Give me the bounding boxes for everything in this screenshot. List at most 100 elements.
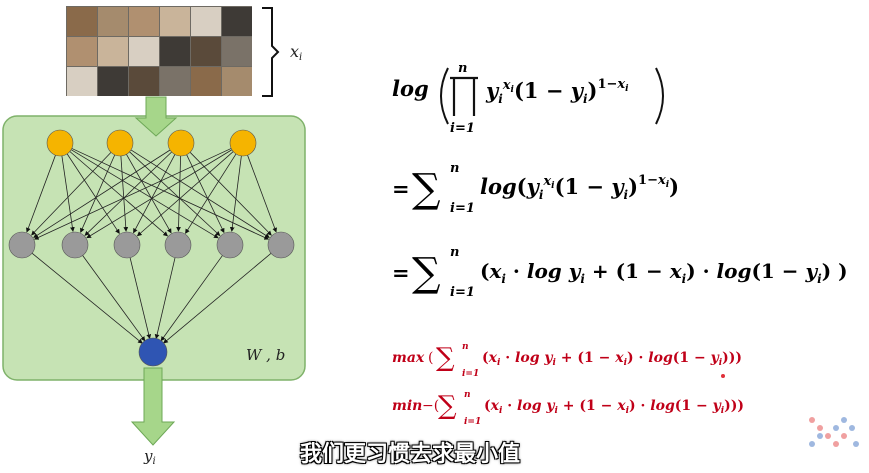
edge-input-hidden [33, 149, 171, 238]
input-label: xi [290, 42, 303, 63]
edge-input-hidden [61, 155, 75, 232]
svg-text:n: n [464, 390, 471, 400]
edge-input-hidden [70, 149, 219, 239]
cat-photo [129, 7, 159, 36]
svg-text:i=1: i=1 [464, 417, 481, 427]
cat-photo [191, 7, 221, 36]
cat-photo [222, 7, 252, 36]
hidden-node [113, 231, 141, 259]
svg-text:(xi · log yi + (1 − xi) · log: (xi · log yi + (1 − xi) · log(1 − yi))) [484, 398, 744, 416]
input-arrow [134, 96, 178, 137]
edge-input-hidden [84, 151, 172, 236]
svg-text:∑: ∑ [412, 250, 441, 296]
cat-photo [160, 67, 190, 96]
cat-photo [98, 7, 128, 36]
edge-input-hidden [185, 153, 237, 234]
edge-input-hidden [176, 155, 182, 232]
edge-input-hidden [120, 155, 129, 232]
edge-hidden-output [129, 257, 152, 340]
edge-input-hidden [126, 154, 172, 234]
svg-text:n: n [450, 245, 459, 260]
svg-text:(xi · log yi + (1 − xi) · log: (xi · log yi + (1 − xi) · log(1 − yi) ) [480, 259, 848, 286]
svg-text:i=1: i=1 [450, 285, 475, 300]
equation-min: min −( ∑ n i=1 (xi · log yi + (1 − xi) ·… [392, 388, 812, 436]
svg-text:=: = [392, 260, 410, 285]
equation-line-2: = ∑ n i=1 log(yixi(1 − yi)1−xi) [392, 160, 722, 234]
input-node [167, 129, 195, 157]
output-node [138, 337, 168, 367]
edge-hidden-output [163, 253, 272, 344]
svg-text:(: ( [428, 350, 433, 366]
svg-text:yixi(1 − yi)1−xi: yixi(1 − yi)1−xi [485, 77, 629, 106]
edge-hidden-output [160, 255, 223, 342]
svg-text:i=1: i=1 [462, 369, 479, 379]
output-label: yi [144, 447, 156, 467]
svg-text:∑: ∑ [412, 166, 441, 212]
svg-text:min: min [392, 398, 422, 414]
svg-text:i=1: i=1 [450, 121, 475, 136]
edge-input-hidden [86, 149, 233, 239]
cat-photo [191, 37, 221, 66]
svg-text:i=1: i=1 [450, 201, 475, 216]
edge-input-hidden [129, 151, 221, 237]
edge-hidden-output [31, 252, 143, 344]
edge-input-hidden [247, 155, 277, 233]
cat-photo [191, 67, 221, 96]
video-subtitle: 我们更习惯去求最小值 [300, 442, 521, 467]
svg-text:log: log [392, 76, 429, 101]
cat-photo [67, 67, 97, 96]
svg-text:max: max [392, 350, 425, 366]
svg-text:log(yixi(1 − yi)1−xi): log(yixi(1 − yi)1−xi) [480, 173, 679, 202]
edge-input-hidden [66, 153, 120, 234]
output-arrow [130, 367, 176, 446]
edge-hidden-output [154, 257, 176, 340]
hidden-node [61, 231, 89, 259]
hidden-node [164, 231, 192, 259]
edge-input-hidden [31, 152, 112, 236]
watermark-logo [809, 417, 859, 447]
cat-photo [160, 37, 190, 66]
input-brace [262, 7, 280, 97]
input-node [229, 129, 257, 157]
cat-photo [222, 37, 252, 66]
edge-input-hidden [33, 148, 232, 240]
edge-input-hidden [136, 151, 234, 237]
edge-input-hidden [189, 152, 272, 236]
edge-input-hidden [71, 148, 270, 240]
hidden-node [8, 231, 36, 259]
edge-input-hidden [26, 155, 56, 233]
cat-photo [98, 67, 128, 96]
svg-text:n: n [462, 342, 469, 352]
svg-text:=: = [392, 176, 410, 201]
cat-photo [129, 37, 159, 66]
svg-text:n: n [450, 161, 459, 176]
edge-input-hidden [130, 149, 270, 238]
svg-text:∑: ∑ [436, 343, 455, 373]
cat-image-grid [66, 6, 252, 96]
params-label: W , b [246, 346, 286, 364]
edge-input-hidden [229, 155, 242, 232]
cat-photo [129, 67, 159, 96]
neural-network-diagram [2, 6, 306, 446]
svg-text:∑: ∑ [438, 391, 457, 421]
cat-photo [67, 7, 97, 36]
input-node [46, 129, 74, 157]
hidden-node [267, 231, 295, 259]
cat-photo [160, 7, 190, 36]
edge-hidden-output [82, 255, 146, 342]
input-node [106, 129, 134, 157]
cat-photo [98, 37, 128, 66]
edge-input-hidden [186, 154, 225, 234]
edge-input-hidden [80, 154, 116, 233]
cat-photo [67, 37, 97, 66]
pointer-dot [721, 374, 725, 378]
edge-input-hidden [69, 151, 169, 237]
edge-input-hidden [133, 154, 176, 234]
cat-photo [222, 67, 252, 96]
svg-text:(xi · log yi + (1 − xi) · log: (xi · log yi + (1 − xi) · log(1 − yi))) [482, 350, 742, 368]
svg-text:−(: −( [422, 398, 439, 414]
svg-text:n: n [458, 61, 467, 76]
hidden-node [216, 231, 244, 259]
equation-max: max ( ∑ n i=1 (xi · log yi + (1 − xi) · … [392, 340, 812, 388]
equation-line-3: = ∑ n i=1 (xi · log yi + (1 − xi) · log(… [392, 244, 862, 318]
